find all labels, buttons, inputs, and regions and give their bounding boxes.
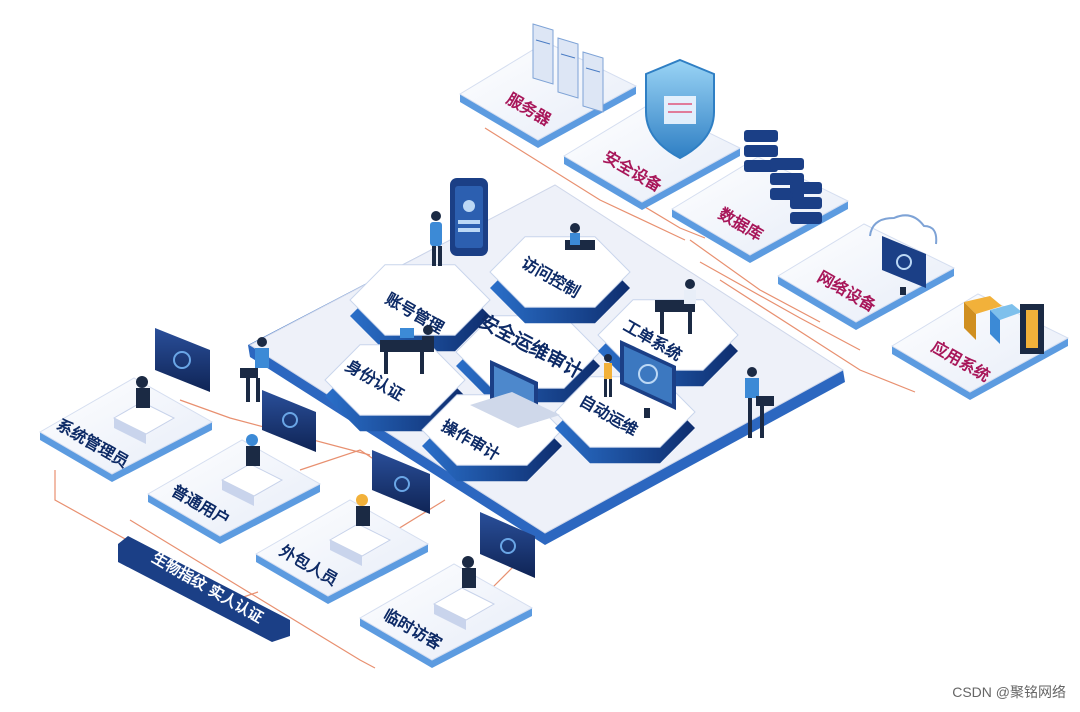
tile-edge (892, 338, 1068, 400)
admin-person-icon (430, 211, 442, 266)
pedestal (220, 463, 284, 497)
cloud-monitor-icon (620, 340, 676, 418)
database-stack-icon (744, 130, 822, 224)
tile-edge (672, 201, 848, 263)
hex-1: 账号管理 (349, 264, 491, 352)
hex-2: 访问控制 (489, 236, 631, 324)
pedestal (112, 401, 176, 435)
pedestal-side (434, 604, 466, 630)
hex-3: 工单系统 (597, 299, 739, 387)
tile-edge (148, 484, 320, 544)
auth-banner-text: 生物指纹 实人认证 (149, 549, 266, 627)
tile-edge (40, 422, 212, 482)
screen-panels (155, 328, 535, 578)
user-tile: 普通用户 (147, 439, 322, 544)
desk-worker-icon-2 (655, 279, 696, 334)
tile-edge (564, 148, 740, 210)
standing-person-icon (604, 354, 612, 397)
person-laptop-icon-left (240, 337, 269, 402)
hex-top (349, 264, 491, 336)
tile-edge (256, 544, 428, 604)
watermark: CSDN @聚铭网络 (952, 684, 1066, 700)
tile-edge (778, 268, 954, 330)
pedestal-side (222, 480, 254, 506)
hex-4: 身份认证 (324, 344, 466, 432)
desk-worker-icon-1 (565, 223, 595, 250)
user-tile: 外包人员 (255, 499, 430, 604)
user-tile: 临时访客 (359, 563, 534, 668)
shield-icon (645, 58, 715, 160)
desk-worker-icon-3 (380, 325, 434, 374)
user-tile: 系统管理员 (39, 377, 214, 482)
user-figures (136, 376, 476, 588)
pedestal-side (114, 418, 146, 444)
laptop-monitor-icon (470, 360, 560, 428)
person-laptop-icon-right (745, 367, 774, 438)
pedestal-side (330, 540, 362, 566)
tile-edge (360, 608, 532, 668)
tile-edge (460, 86, 636, 148)
phone-device-icon (450, 178, 488, 256)
server-rack-icon (532, 23, 604, 113)
hex-5: 操作审计 (421, 394, 563, 482)
application-blocks-icon (964, 296, 1044, 354)
hex-top (489, 236, 631, 308)
network-monitor-icon (869, 214, 938, 295)
